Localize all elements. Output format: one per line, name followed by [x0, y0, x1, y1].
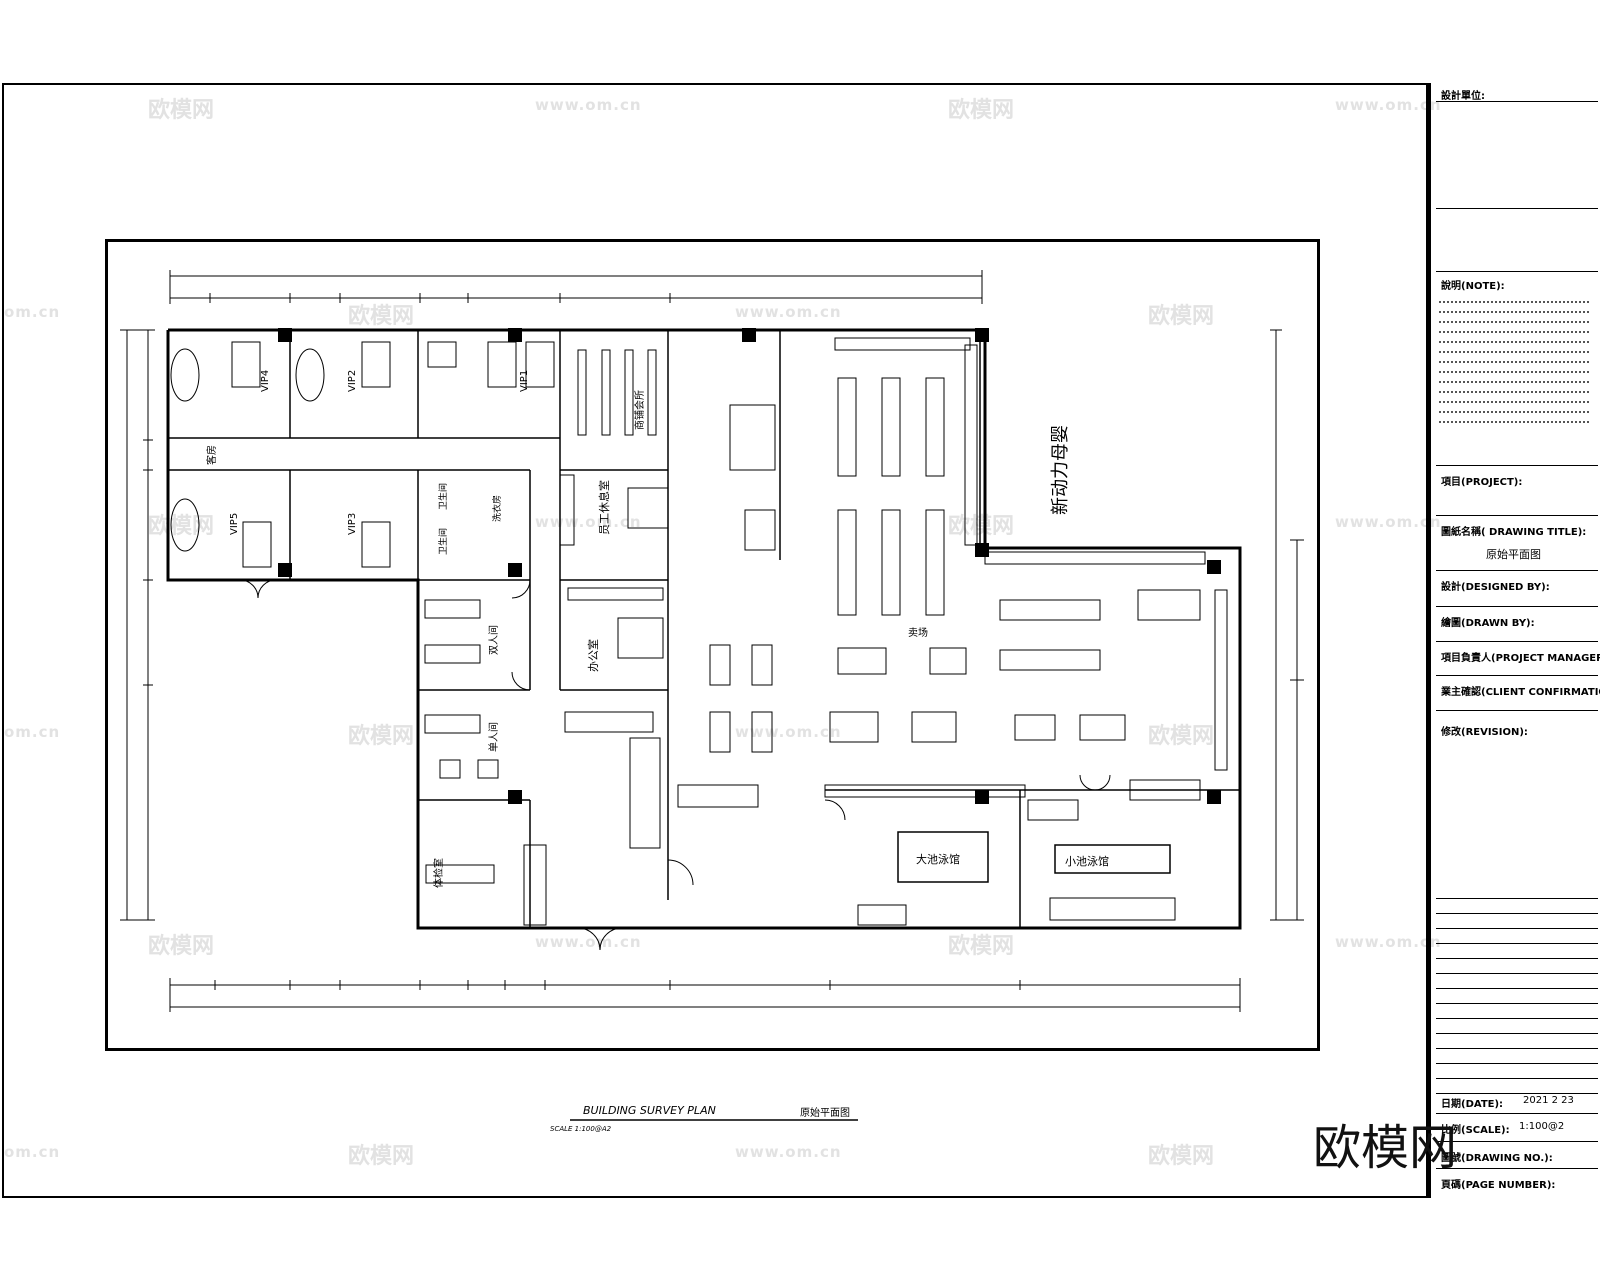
watermark-brand: 欧模网 [948, 934, 1015, 959]
room-label-single-room: 单人间 [487, 722, 500, 752]
page-number-label: 頁碼(PAGE NUMBER): [1441, 1180, 1556, 1191]
floor-plan: VIP4 VIP2 VIP1 VIP5 VIP3 客房 商铺会所 员工休息室 办… [120, 270, 1304, 1121]
watermark-brand: 欧模网 [148, 934, 215, 959]
room-label-vip5: VIP5 [229, 513, 240, 535]
revision-label: 修改(REVISION): [1441, 727, 1528, 738]
watermark-brand: 欧模网 [348, 724, 415, 749]
scale-label: 比例(SCALE): [1441, 1125, 1510, 1136]
project-manager-label: 項目負責人(PROJECT MANAGER): [1441, 653, 1600, 664]
drawing-title-value: 原始平面图 [1486, 548, 1541, 561]
watermark-brand: 欧模网 [948, 514, 1015, 539]
watermark-url: www.om.cn [1335, 513, 1442, 531]
date-value: 2021 2 23 [1523, 1095, 1574, 1106]
watermark-brand: 欧模网 [1148, 1144, 1215, 1169]
room-label-big-pool: 大池泳馆 [916, 852, 960, 866]
client-confirmation-label: 業主確認(CLIENT CONFIRMATION): [1441, 687, 1600, 698]
caption-title-cn: 原始平面图 [800, 1108, 850, 1119]
watermark-url: www.om.cn [535, 513, 642, 531]
corner-logo: 欧模网 [1313, 1120, 1458, 1176]
room-label-laundry: 洗衣房 [491, 495, 503, 522]
room-label-toilet: 卫生间 [437, 483, 449, 510]
room-label-hall: 卖场 [908, 626, 928, 639]
watermark-url: www.om.cn [1335, 96, 1442, 114]
scale-value: 1:100@2 [1519, 1121, 1565, 1132]
watermark-url: om.cn [4, 723, 61, 741]
brand-name-label: 新动力母婴 [1050, 425, 1071, 515]
watermark-brand: 欧模网 [348, 1144, 415, 1169]
project-label: 項目(PROJECT): [1441, 477, 1523, 488]
design-unit-label: 設計單位: [1441, 91, 1485, 102]
plan-viewport-frame [105, 239, 1320, 1051]
watermark-url: www.om.cn [535, 933, 642, 951]
caption-title-en: BUILDING SURVEY PLAN [583, 1104, 716, 1117]
room-label-guest-room: 客房 [205, 445, 218, 465]
watermark-url: www.om.cn [735, 723, 842, 741]
room-label-toilet: 卫生间 [437, 528, 449, 555]
date-label: 日期(DATE): [1441, 1099, 1504, 1110]
drawing-sheet-border [2, 83, 1428, 1198]
room-label-vip2: VIP2 [347, 370, 358, 392]
room-label-vip1: VIP1 [519, 370, 530, 392]
watermark-brand: 欧模网 [148, 514, 215, 539]
room-label-office: 办公室 [586, 639, 600, 672]
watermark-brand: 欧模网 [948, 98, 1015, 123]
room-label-vip3: VIP3 [347, 513, 358, 535]
caption-scale: SCALE 1:100@A2 [550, 1125, 612, 1133]
watermark-brand: 欧模网 [1148, 724, 1215, 749]
note-label: 說明(NOTE): [1441, 281, 1505, 292]
title-block: 設計單位: 說明(NOTE): 項目(PROJECT): 圖紙名稱( DRAWI… [1428, 83, 1600, 1198]
watermark-url: www.om.cn [1335, 933, 1442, 951]
room-label-double-room: 双人间 [487, 625, 500, 655]
watermark-url: om.cn [4, 303, 61, 321]
room-label-sales-center: 商铺会所 [633, 390, 646, 430]
watermark-url: www.om.cn [735, 303, 842, 321]
watermark-url: om.cn [4, 1143, 61, 1161]
room-label-staff-lounge: 员工休息室 [597, 480, 611, 535]
watermark-url: www.om.cn [735, 1143, 842, 1161]
designed-by-label: 設計(DESIGNED BY): [1441, 582, 1550, 593]
room-label-small-pool: 小池泳馆 [1065, 854, 1109, 868]
watermark-brand: 欧模网 [1148, 304, 1215, 329]
drawing-no-label: 圖號(DRAWING NO.): [1441, 1153, 1553, 1164]
drawing-title-label: 圖紙名稱( DRAWING TITLE): [1441, 527, 1587, 538]
drawn-by-label: 繪圖(DRAWN BY): [1441, 618, 1535, 629]
watermark-brand: 欧模网 [348, 304, 415, 329]
room-label-vip4: VIP4 [260, 370, 271, 392]
watermark-url: www.om.cn [535, 96, 642, 114]
room-label-testing-room: 体检室 [432, 858, 445, 888]
watermark-brand: 欧模网 [148, 98, 215, 123]
